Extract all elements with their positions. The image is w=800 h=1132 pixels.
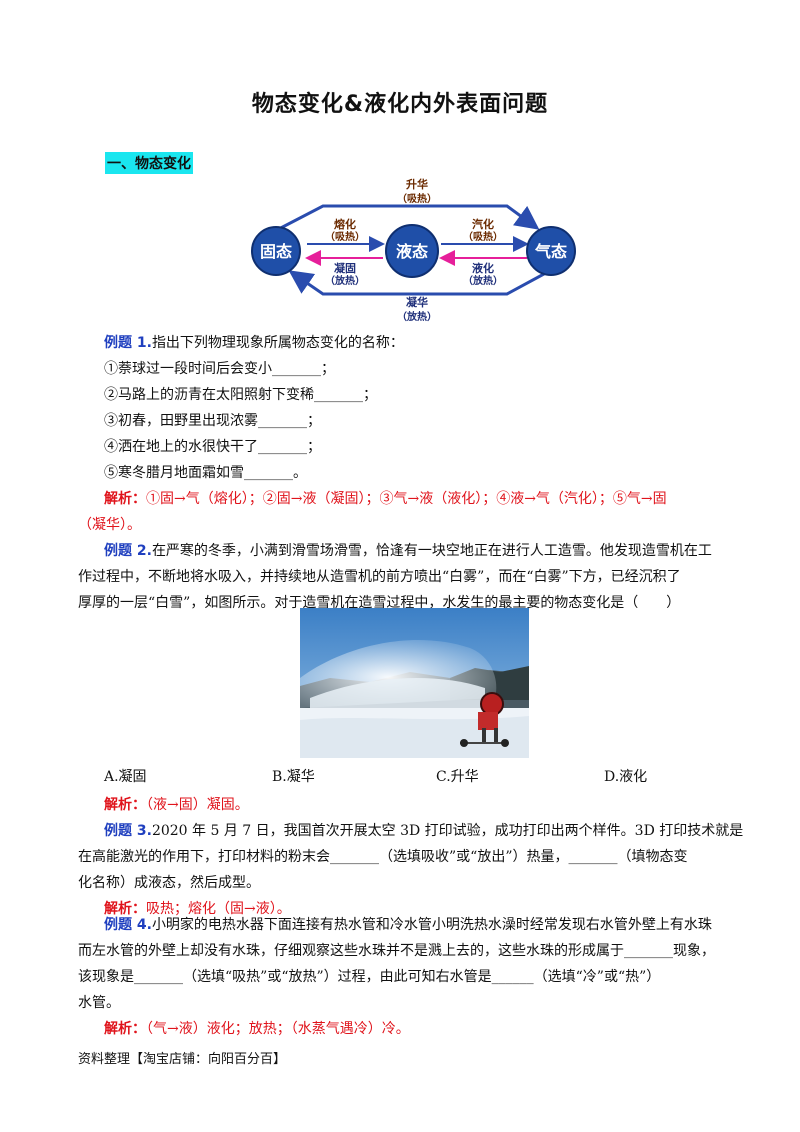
example-4-line: 例题 4.小明家的电热水器下面连接有热水管和冷水管小明洗热水澡时经常发现右水管外… [104, 917, 712, 933]
snow-machine [460, 692, 509, 747]
example-2-line: 例题 2.在严寒的冬季，小满到滑雪场滑雪，恰逢有一块空地正在进行人工造雪。他发现… [104, 543, 712, 559]
example-1-question: 例题 1.指出下列物理现象所属物态变化的名称： [104, 335, 404, 351]
gas-label: 气态 [534, 242, 567, 261]
choice-a[interactable]: A.凝固 [104, 769, 147, 785]
vaporization-label: 汽化 [472, 217, 494, 231]
example-2: 例题 2.在严寒的冬季，小满到滑雪场滑雪，恰逢有一块空地正在进行人工造雪。他发现… [78, 538, 728, 616]
example-1-answer: 解析：①固→气（熔化）；②固→液（凝固）；③气→液（液化）；④液→气（汽化）；⑤… [104, 491, 667, 507]
list-item: ①萘球过一段时间后会变小_______； [104, 361, 335, 377]
deposition-label: 凝华 [406, 295, 428, 309]
example-3-answer: 解析：吸热；熔化（固→液）。 [104, 901, 291, 917]
example-2-answer: 解析：（液→固）凝固。 [104, 797, 249, 813]
example-3-line: 化名称）成液态，然后成型。 [78, 875, 260, 891]
example-3: 例题 3.2020 年 5 月 7 日，我国首次开展太空 3D 打印试验，成功打… [78, 818, 744, 922]
example-4-line: 该现象是_______（选填“吸热”或“放热”）过程，由此可知右水管是_____… [78, 969, 661, 985]
list-item: ④洒在地上的水很快干了_______； [104, 439, 321, 455]
page-title: 物态变化&液化内外表面问题 [251, 92, 549, 117]
state-change-diagram: 固态 液态 气态 升华 （吸热） 熔化 （吸热） 凝固 （放热） 汽化 （吸热）… [251, 177, 576, 323]
example-3-line: 在高能激光的作用下，打印材料的粉末会_______（选填吸收”或“放出”）热量，… [78, 849, 688, 865]
solid-label: 固态 [260, 242, 292, 261]
example-2-line: 作过程中，不断地将水吸入，并持续地从造雪机的前方喷出“白雾”，而在“白雾”下方，… [78, 569, 681, 585]
solid-node [251, 226, 301, 276]
list-item: ②马路上的沥青在太阳照射下变稀_______； [104, 387, 377, 403]
example-label: 例题 1. [104, 335, 152, 351]
vaporization-note: （吸热） [463, 230, 503, 243]
choice-c[interactable]: C.升华 [436, 769, 479, 785]
snow-machine-photo [300, 608, 529, 758]
freezing-label: 凝固 [334, 261, 356, 275]
sublimation-note: （吸热） [397, 192, 437, 205]
footer: 资料整理【淘宝店铺：向阳百分百】 [78, 1052, 287, 1067]
example-3-line: 例题 3.2020 年 5 月 7 日，我国首次开展太空 3D 打印试验，成功打… [104, 823, 744, 839]
deposition-note: （放热） [397, 310, 437, 323]
deposition-path [288, 266, 556, 296]
sublimation-label: 升华 [406, 177, 428, 191]
example-4: 例题 4.小明家的电热水器下面连接有热水管和冷水管小明洗热水澡时经常发现右水管外… [78, 912, 728, 1042]
section-heading: 一、物态变化 [105, 152, 193, 174]
example-4-answer: 解析：（气→液）液化；放热；（水蒸气遇冷）冷。 [104, 1021, 410, 1037]
condensation-label: 液化 [472, 261, 494, 275]
condensation-note: （放热） [463, 274, 503, 287]
example-1: 例题 1.指出下列物理现象所属物态变化的名称： ①萘球过一段时间后会变小____… [78, 330, 728, 538]
list-item: ⑤寒冬腊月地面霜如雪_______。 [104, 465, 307, 481]
choice-b[interactable]: B.凝华 [272, 769, 315, 785]
melting-note: （吸热） [325, 230, 365, 243]
choice-d[interactable]: D.液化 [604, 769, 648, 785]
list-item: ③初春，田野里出现浓雾_______； [104, 413, 321, 429]
example-2-line: 厚厚的一层“白雪”，如图所示。对于造雪机在造雪过程中，水发生的最主要的物态变化是… [78, 595, 681, 611]
melting-label: 熔化 [334, 217, 356, 231]
freezing-note: （放热） [325, 274, 365, 287]
example-1-answer-cont: （凝华）。 [78, 517, 141, 533]
sublimation-path [272, 204, 540, 234]
gas-node [526, 226, 576, 276]
example-4-line: 水管。 [78, 995, 120, 1011]
liquid-node [385, 224, 439, 278]
liquid-label: 液态 [396, 242, 428, 261]
example-4-line: 而左水管的外壁上却没有水珠，仔细观察这些水珠并不是溅上去的，这些水珠的形成属于_… [78, 943, 715, 959]
